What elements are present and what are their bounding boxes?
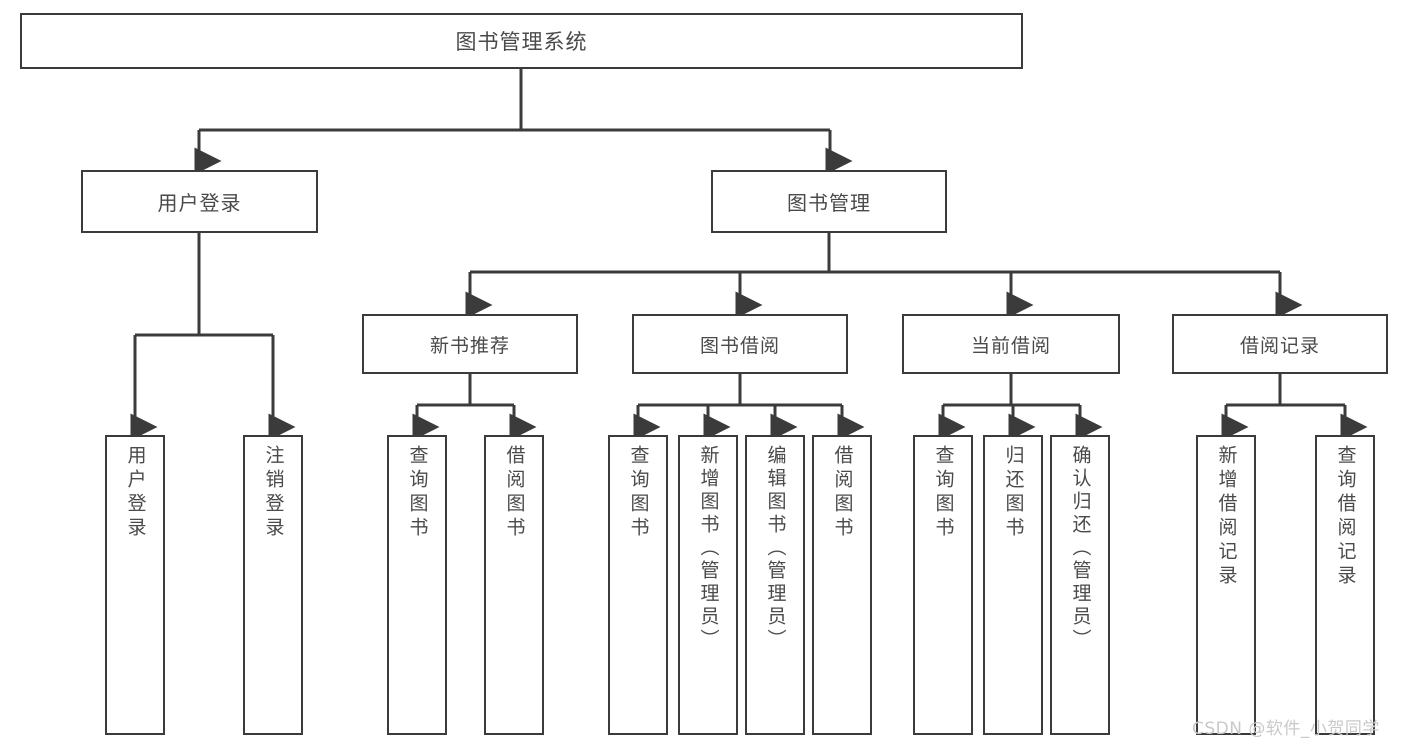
node-leaf-add-book[interactable]: 新增图书（管理员） xyxy=(678,435,738,735)
node-leaf-logout-login[interactable]: 注销登录 xyxy=(243,435,303,735)
node-leaf-add-record-label: 新增借阅记录 xyxy=(1215,445,1238,589)
node-leaf-confirm-return-label: 确认归还（管理员） xyxy=(1069,445,1092,652)
node-book-borrow[interactable]: 图书借阅 xyxy=(632,314,848,374)
node-leaf-edit-book-label: 编辑图书（管理员） xyxy=(764,445,787,652)
node-leaf-add-book-label: 新增图书（管理员） xyxy=(697,445,720,652)
node-new-book-recommend-label: 新书推荐 xyxy=(429,334,510,357)
node-leaf-return-book[interactable]: 归还图书 xyxy=(983,435,1043,735)
node-leaf-edit-book[interactable]: 编辑图书（管理员） xyxy=(745,435,805,735)
node-new-book-recommend[interactable]: 新书推荐 xyxy=(362,314,578,374)
node-leaf-query-book-2-label: 查询图书 xyxy=(627,445,650,541)
node-leaf-query-book-3-label: 查询图书 xyxy=(932,445,955,541)
node-leaf-add-record[interactable]: 新增借阅记录 xyxy=(1196,435,1256,735)
node-leaf-borrow-book-1[interactable]: 借阅图书 xyxy=(484,435,544,735)
node-book-borrow-label: 图书借阅 xyxy=(699,334,780,357)
node-book-management[interactable]: 图书管理 xyxy=(711,170,947,233)
node-current-borrow[interactable]: 当前借阅 xyxy=(902,314,1120,374)
node-leaf-query-book-1[interactable]: 查询图书 xyxy=(387,435,447,735)
node-leaf-borrow-book-1-label: 借阅图书 xyxy=(503,445,526,541)
node-user-login[interactable]: 用户登录 xyxy=(81,170,318,233)
node-leaf-return-book-label: 归还图书 xyxy=(1002,445,1025,541)
node-root-label: 图书管理系统 xyxy=(455,30,588,54)
csdn-watermark: CSDN @软件_小贺同学 xyxy=(1192,714,1380,739)
node-root[interactable]: 图书管理系统 xyxy=(20,13,1023,69)
csdn-watermark-text: CSDN @软件_小贺同学 xyxy=(1192,719,1380,739)
node-leaf-logout-login-label: 注销登录 xyxy=(262,445,285,541)
node-leaf-user-login[interactable]: 用户登录 xyxy=(105,435,165,735)
node-leaf-query-book-2[interactable]: 查询图书 xyxy=(608,435,668,735)
node-leaf-query-book-3[interactable]: 查询图书 xyxy=(913,435,973,735)
node-leaf-confirm-return[interactable]: 确认归还（管理员） xyxy=(1050,435,1110,735)
node-book-management-label: 图书管理 xyxy=(787,191,871,215)
node-borrow-record-label: 借阅记录 xyxy=(1239,334,1320,357)
node-leaf-user-login-label: 用户登录 xyxy=(124,445,147,541)
node-leaf-borrow-book-2[interactable]: 借阅图书 xyxy=(812,435,872,735)
node-leaf-query-record[interactable]: 查询借阅记录 xyxy=(1315,435,1375,735)
node-leaf-query-book-1-label: 查询图书 xyxy=(406,445,429,541)
node-current-borrow-label: 当前借阅 xyxy=(970,334,1051,357)
node-user-login-label: 用户登录 xyxy=(157,191,242,215)
node-leaf-borrow-book-2-label: 借阅图书 xyxy=(831,445,854,541)
node-borrow-record[interactable]: 借阅记录 xyxy=(1172,314,1388,374)
node-leaf-query-record-label: 查询借阅记录 xyxy=(1334,445,1357,589)
